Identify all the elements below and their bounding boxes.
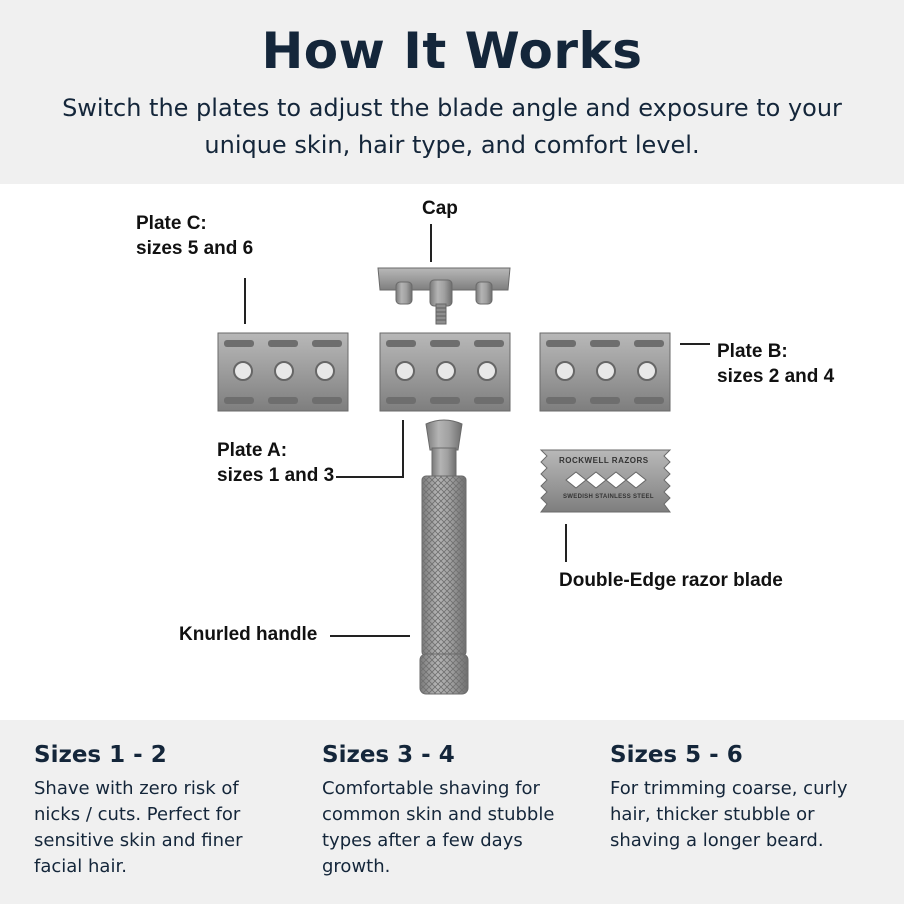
handle-leader-line xyxy=(330,635,410,637)
header-panel: How It Works Switch the plates to adjust… xyxy=(0,0,904,184)
plate-b-label: Plate B: sizes 2 and 4 xyxy=(717,339,834,389)
cap-label: Cap xyxy=(422,198,458,219)
sizes-column-body: For trimming coarse, curly hair, thicker… xyxy=(610,778,848,851)
page-subtitle: Switch the plates to adjust the blade an… xyxy=(62,94,842,159)
blade-steel-text: SWEDISH STAINLESS STEEL xyxy=(563,494,654,500)
plate-a-part xyxy=(379,332,511,412)
sizes-column-body: Shave with zero risk of nicks / cuts. Pe… xyxy=(34,778,243,877)
sizes-column-title: Sizes 3 - 4 xyxy=(322,742,455,768)
sizes-column-body: Comfortable shaving for common skin and … xyxy=(322,778,555,877)
sizes-column-1: Sizes 1 - 2 Shave with zero risk of nick… xyxy=(34,742,284,880)
page-title: How It Works xyxy=(261,22,643,80)
plate-c-sizes: sizes 5 and 6 xyxy=(136,238,254,259)
blade-label: Double-Edge razor blade xyxy=(559,570,783,591)
cap-leader-line xyxy=(430,224,432,262)
handle-label: Knurled handle xyxy=(179,624,318,645)
sizes-column-title: Sizes 5 - 6 xyxy=(610,742,743,768)
razor-diagram: ROCKWELL RAZORS SWEDISH STAINLESS STEEL … xyxy=(0,184,904,720)
plate-b-sizes: sizes 2 and 4 xyxy=(717,366,835,387)
blade-leader-line xyxy=(565,524,567,562)
cap-part xyxy=(377,267,511,325)
sizes-column-3: Sizes 5 - 6 For trimming coarse, curly h… xyxy=(610,742,860,854)
razor-parts-illustration xyxy=(217,267,672,695)
sizes-column-2: Sizes 3 - 4 Comfortable shaving for comm… xyxy=(322,742,572,880)
plate-c-leader-line xyxy=(244,278,246,324)
blade-brand-text: ROCKWELL RAZORS xyxy=(559,456,649,465)
plate-c-name: Plate C: xyxy=(136,213,207,234)
plate-a-sizes: sizes 1 and 3 xyxy=(217,465,335,486)
plate-b-name: Plate B: xyxy=(717,341,788,362)
plate-a-leader-vertical xyxy=(402,420,404,478)
sizes-panel: Sizes 1 - 2 Shave with zero risk of nick… xyxy=(0,720,904,904)
plate-b-leader-line xyxy=(680,343,710,345)
plate-a-label: Plate A: sizes 1 and 3 xyxy=(217,438,334,488)
plate-c-label: Plate C: sizes 5 and 6 xyxy=(136,211,253,261)
blade-part xyxy=(539,449,672,513)
plate-a-name: Plate A: xyxy=(217,440,288,461)
sizes-column-title: Sizes 1 - 2 xyxy=(34,742,167,768)
handle-part xyxy=(419,419,469,695)
plate-a-leader-horizontal xyxy=(336,476,404,478)
plate-b-part xyxy=(539,332,671,412)
plate-c-part xyxy=(217,332,349,412)
